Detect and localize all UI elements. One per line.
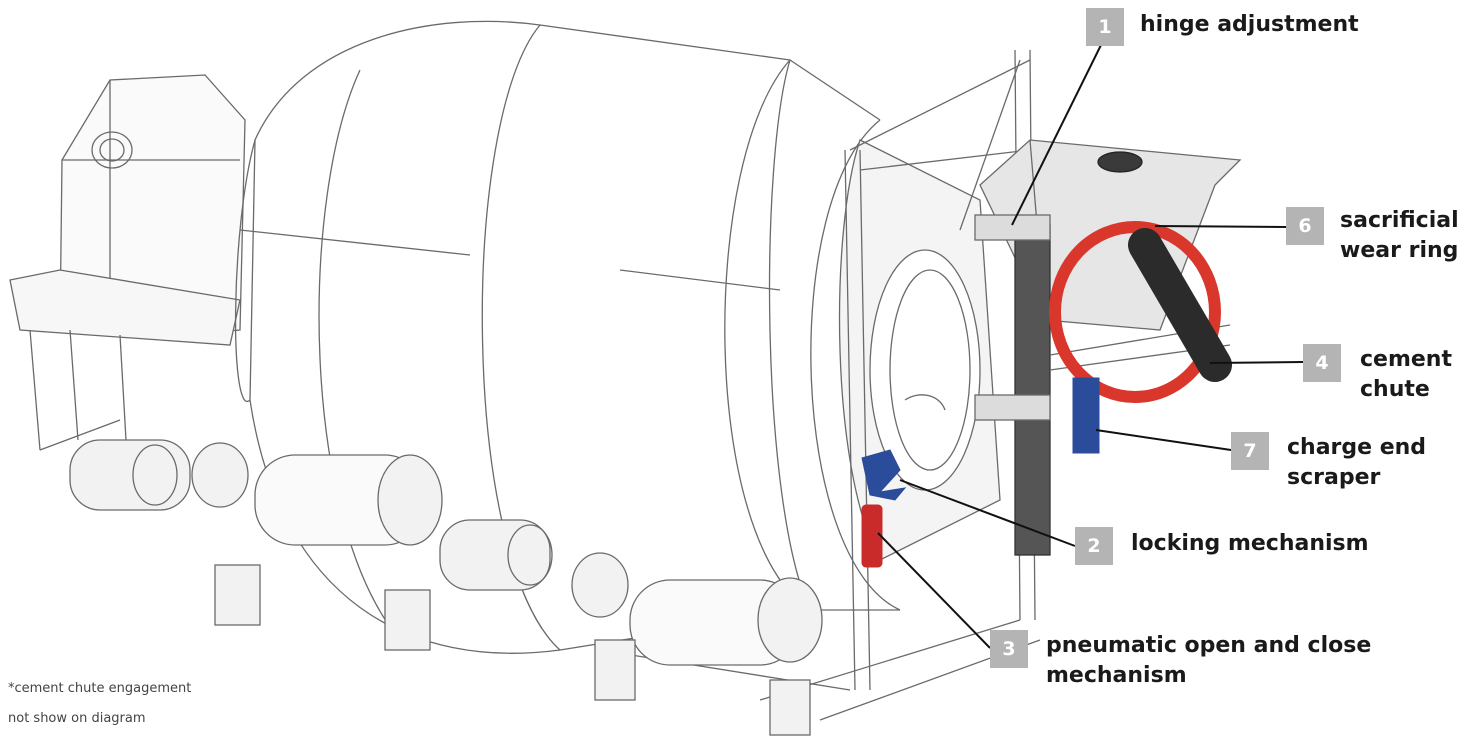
locking-mechanism: [861, 449, 907, 501]
callout-6-line-2: wear ring: [1340, 238, 1459, 263]
callout-6-label: sacrificial wear ring: [1340, 206, 1459, 266]
leader-7: [1095, 429, 1232, 451]
leader-2: [899, 479, 1076, 547]
callout-3-badge: 3: [990, 630, 1028, 668]
callout-6-line-1: sacrificial: [1340, 208, 1459, 233]
callout-2-badge: 2: [1075, 527, 1113, 565]
leader-6: [1154, 225, 1287, 228]
callout-2-label: locking mechanism: [1131, 529, 1369, 559]
drivetrain: [69, 439, 823, 736]
leader-4: [1209, 361, 1304, 364]
wear-ring: [1049, 221, 1221, 403]
footnote: *cement chute engagement not show on dia…: [8, 674, 191, 734]
footnote-line-1: *cement chute engagement: [8, 681, 192, 696]
drum: [234, 20, 901, 654]
leader-lines: [877, 44, 1304, 649]
charge-end-scraper: [1072, 377, 1100, 454]
footnote-line-2: not show on diagram: [8, 711, 146, 726]
callout-4-line-2: chute: [1360, 377, 1430, 402]
callout-7-label: charge end scraper: [1287, 433, 1426, 493]
callout-4-badge: 4: [1303, 344, 1341, 382]
callout-1-line-1: hinge adjustment: [1140, 12, 1359, 37]
callout-4-label: cement chute: [1360, 345, 1452, 405]
callout-1-label: hinge adjustment: [1140, 10, 1359, 40]
callout-7-badge: 7: [1231, 432, 1269, 470]
cement-chute: [1128, 228, 1232, 382]
pneumatic-cylinder: [861, 504, 883, 568]
hinge-bars: [974, 214, 1231, 556]
callout-7-line-2: scraper: [1287, 465, 1381, 490]
left-housing: [9, 74, 246, 451]
callout-6-badge: 6: [1286, 207, 1324, 245]
leader-3: [877, 532, 991, 649]
callout-7-line-1: charge end: [1287, 435, 1427, 460]
callout-4-line-1: cement: [1360, 347, 1452, 372]
callout-1-badge: 1: [1086, 8, 1124, 46]
leader-1: [1011, 44, 1102, 226]
callout-3-label: pneumatic open and close mechanism: [1046, 631, 1371, 691]
callout-3-line-1: pneumatic open and close: [1046, 633, 1372, 658]
callout-3-line-2: mechanism: [1046, 663, 1187, 688]
callout-2-line-1: locking mechanism: [1131, 531, 1369, 556]
